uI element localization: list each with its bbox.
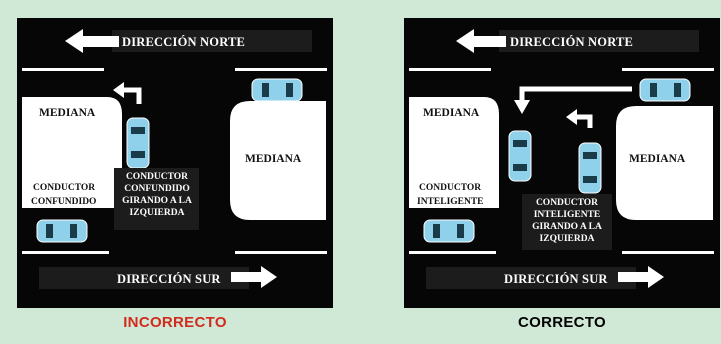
median-left <box>22 97 122 208</box>
car-icon <box>639 78 691 102</box>
north-label-bar <box>112 30 312 52</box>
turn-arrow-head <box>566 109 577 125</box>
median-driver-label: INTELIGENTE <box>417 197 484 207</box>
lane-line <box>622 68 714 71</box>
median-driver-label: CONDUCTOR <box>419 183 481 193</box>
south-label: DIRECCIÓN SUR <box>504 272 608 286</box>
north-label: DIRECCIÓN NORTE <box>510 35 633 49</box>
incorrect-caption: INCORRECTO <box>123 314 227 331</box>
south-label-bar <box>426 267 636 289</box>
car-icon <box>126 117 150 169</box>
car-icon <box>508 130 532 182</box>
turning-driver-label: GIRANDO A LA <box>532 222 602 232</box>
turning-driver-label: GIRANDO A LA <box>122 196 192 206</box>
turning-driver-box <box>522 194 612 250</box>
turn-arrow-head <box>514 100 530 114</box>
lane-line <box>409 68 491 71</box>
median-driver-label: CONDUCTOR <box>33 183 95 193</box>
turn-arrow <box>519 86 632 100</box>
turn-arrow <box>576 114 593 128</box>
correct-diagram: DIRECCIÓN NORTE MEDIANA MEDIANA CONDUCTO… <box>409 29 714 289</box>
car-icon <box>251 78 303 102</box>
lane-line <box>235 251 327 254</box>
median-right <box>230 101 326 220</box>
median-left-label: MEDIANA <box>423 107 480 119</box>
south-label: DIRECCIÓN SUR <box>117 272 221 286</box>
lane-line <box>22 251 109 254</box>
turning-driver-label: IZQUIERDA <box>130 208 185 218</box>
median-left <box>409 97 499 208</box>
correct-caption: CORRECTO <box>518 314 606 331</box>
turn-arrow-head <box>113 82 124 98</box>
car-icon <box>423 219 475 243</box>
median-driver-label: CONFUNDIDO <box>31 197 96 207</box>
turning-driver-box <box>114 168 199 230</box>
south-label-bar <box>39 267 249 289</box>
lane-line <box>22 68 104 71</box>
lane-line <box>235 68 327 71</box>
turning-driver-label: INTELIGENTE <box>534 210 601 220</box>
north-label-bar <box>499 30 699 52</box>
median-right-label: MEDIANA <box>629 153 686 165</box>
correct-panel: DIRECCIÓN NORTE MEDIANA MEDIANA CONDUCTO… <box>404 18 720 308</box>
incorrect-diagram: DIRECCIÓN NORTE MEDIANA MEDIANA CONDUCTO… <box>22 29 327 289</box>
turning-driver-label: CONDUCTOR <box>536 198 598 208</box>
north-arrow <box>456 29 506 53</box>
turning-driver-label: CONFUNDIDO <box>124 184 189 194</box>
median-left-label: MEDIANA <box>39 107 96 119</box>
south-arrow <box>618 266 664 288</box>
lane-line <box>409 251 496 254</box>
car-icon <box>578 142 602 194</box>
turn-arrow <box>123 87 142 104</box>
south-arrow <box>231 266 277 288</box>
median-right <box>616 106 713 220</box>
turning-driver-label: IZQUIERDA <box>540 234 595 244</box>
incorrect-panel: DIRECCIÓN NORTE MEDIANA MEDIANA CONDUCTO… <box>17 18 333 308</box>
turning-driver-label: CONDUCTOR <box>126 172 188 182</box>
north-arrow <box>65 29 119 53</box>
car-icon <box>36 219 88 243</box>
north-label: DIRECCIÓN NORTE <box>122 35 245 49</box>
lane-line <box>622 251 714 254</box>
median-right-label: MEDIANA <box>245 153 302 165</box>
